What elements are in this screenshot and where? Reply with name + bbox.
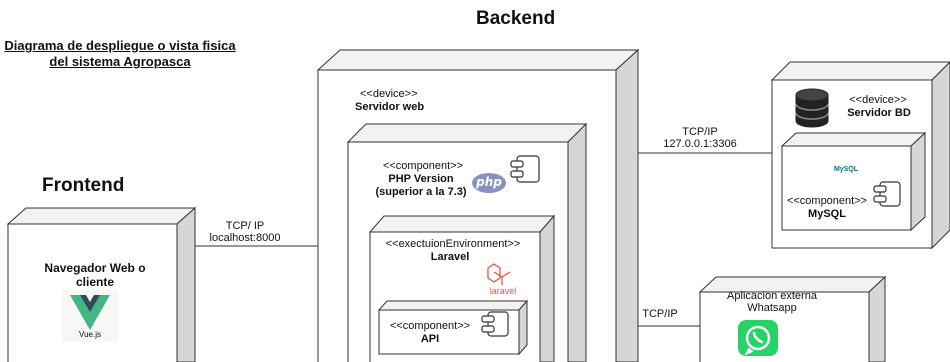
api-name: API bbox=[420, 333, 440, 345]
navegador-name: Navegador Web o bbox=[44, 261, 146, 275]
node-whatsapp bbox=[698, 275, 887, 362]
laravel-stereotype: <<exectuionEnvironment>> bbox=[385, 238, 521, 250]
php-stereotype: <<component>> bbox=[382, 160, 464, 172]
mysql-name: MySQL bbox=[808, 208, 846, 220]
section-title-backend: Backend bbox=[476, 8, 556, 29]
whatsapp-name-line2: Whatsapp bbox=[747, 302, 797, 314]
php-name: PHP Version bbox=[388, 173, 454, 185]
vue-logo-icon bbox=[62, 290, 118, 342]
component-icon bbox=[481, 311, 509, 337]
edge-web-bd-protocol: TCP/IP bbox=[682, 126, 718, 138]
api-stereotype: <<component>> bbox=[389, 320, 471, 332]
servidor-bd-stereotype: <<device>> bbox=[849, 94, 907, 106]
servidor-web-name: Servidor web bbox=[355, 101, 425, 113]
mysql-logo-text: MySQL bbox=[833, 166, 859, 173]
servidor-bd-name: Servidor BD bbox=[847, 107, 911, 119]
edge-web-bd-address: 127.0.0.1:3306 bbox=[663, 138, 737, 150]
database-icon bbox=[795, 88, 829, 128]
section-title-frontend: Frontend bbox=[42, 175, 125, 196]
php-logo-text: php bbox=[476, 175, 502, 189]
navegador-name-line2: cliente bbox=[75, 275, 114, 289]
page-title: Diagrama de despliegue o vista fisica de… bbox=[4, 38, 236, 69]
php-logo-icon bbox=[472, 173, 506, 193]
vue-logo-text: Vue.js bbox=[79, 330, 101, 339]
laravel-name: Laravel bbox=[430, 251, 470, 263]
laravel-logo-text: laravel bbox=[489, 286, 517, 296]
servidor-web-stereotype: <<device>> bbox=[360, 88, 418, 100]
component-icon bbox=[510, 155, 540, 183]
component-icon bbox=[873, 181, 901, 207]
php-version-note: (superior a la 7.3) bbox=[375, 186, 467, 198]
whatsapp-logo-icon bbox=[738, 320, 778, 356]
edge-cliente-web-address: localhost:8000 bbox=[209, 232, 281, 244]
edge-api-whatsapp-protocol: TCP/IP bbox=[642, 308, 678, 320]
laravel-logo-icon bbox=[487, 263, 511, 285]
whatsapp-name: Aplicacion externa bbox=[727, 290, 817, 302]
edge-cliente-web-protocol: TCP/ IP bbox=[225, 220, 265, 232]
mysql-stereotype: <<component>> bbox=[786, 195, 868, 207]
